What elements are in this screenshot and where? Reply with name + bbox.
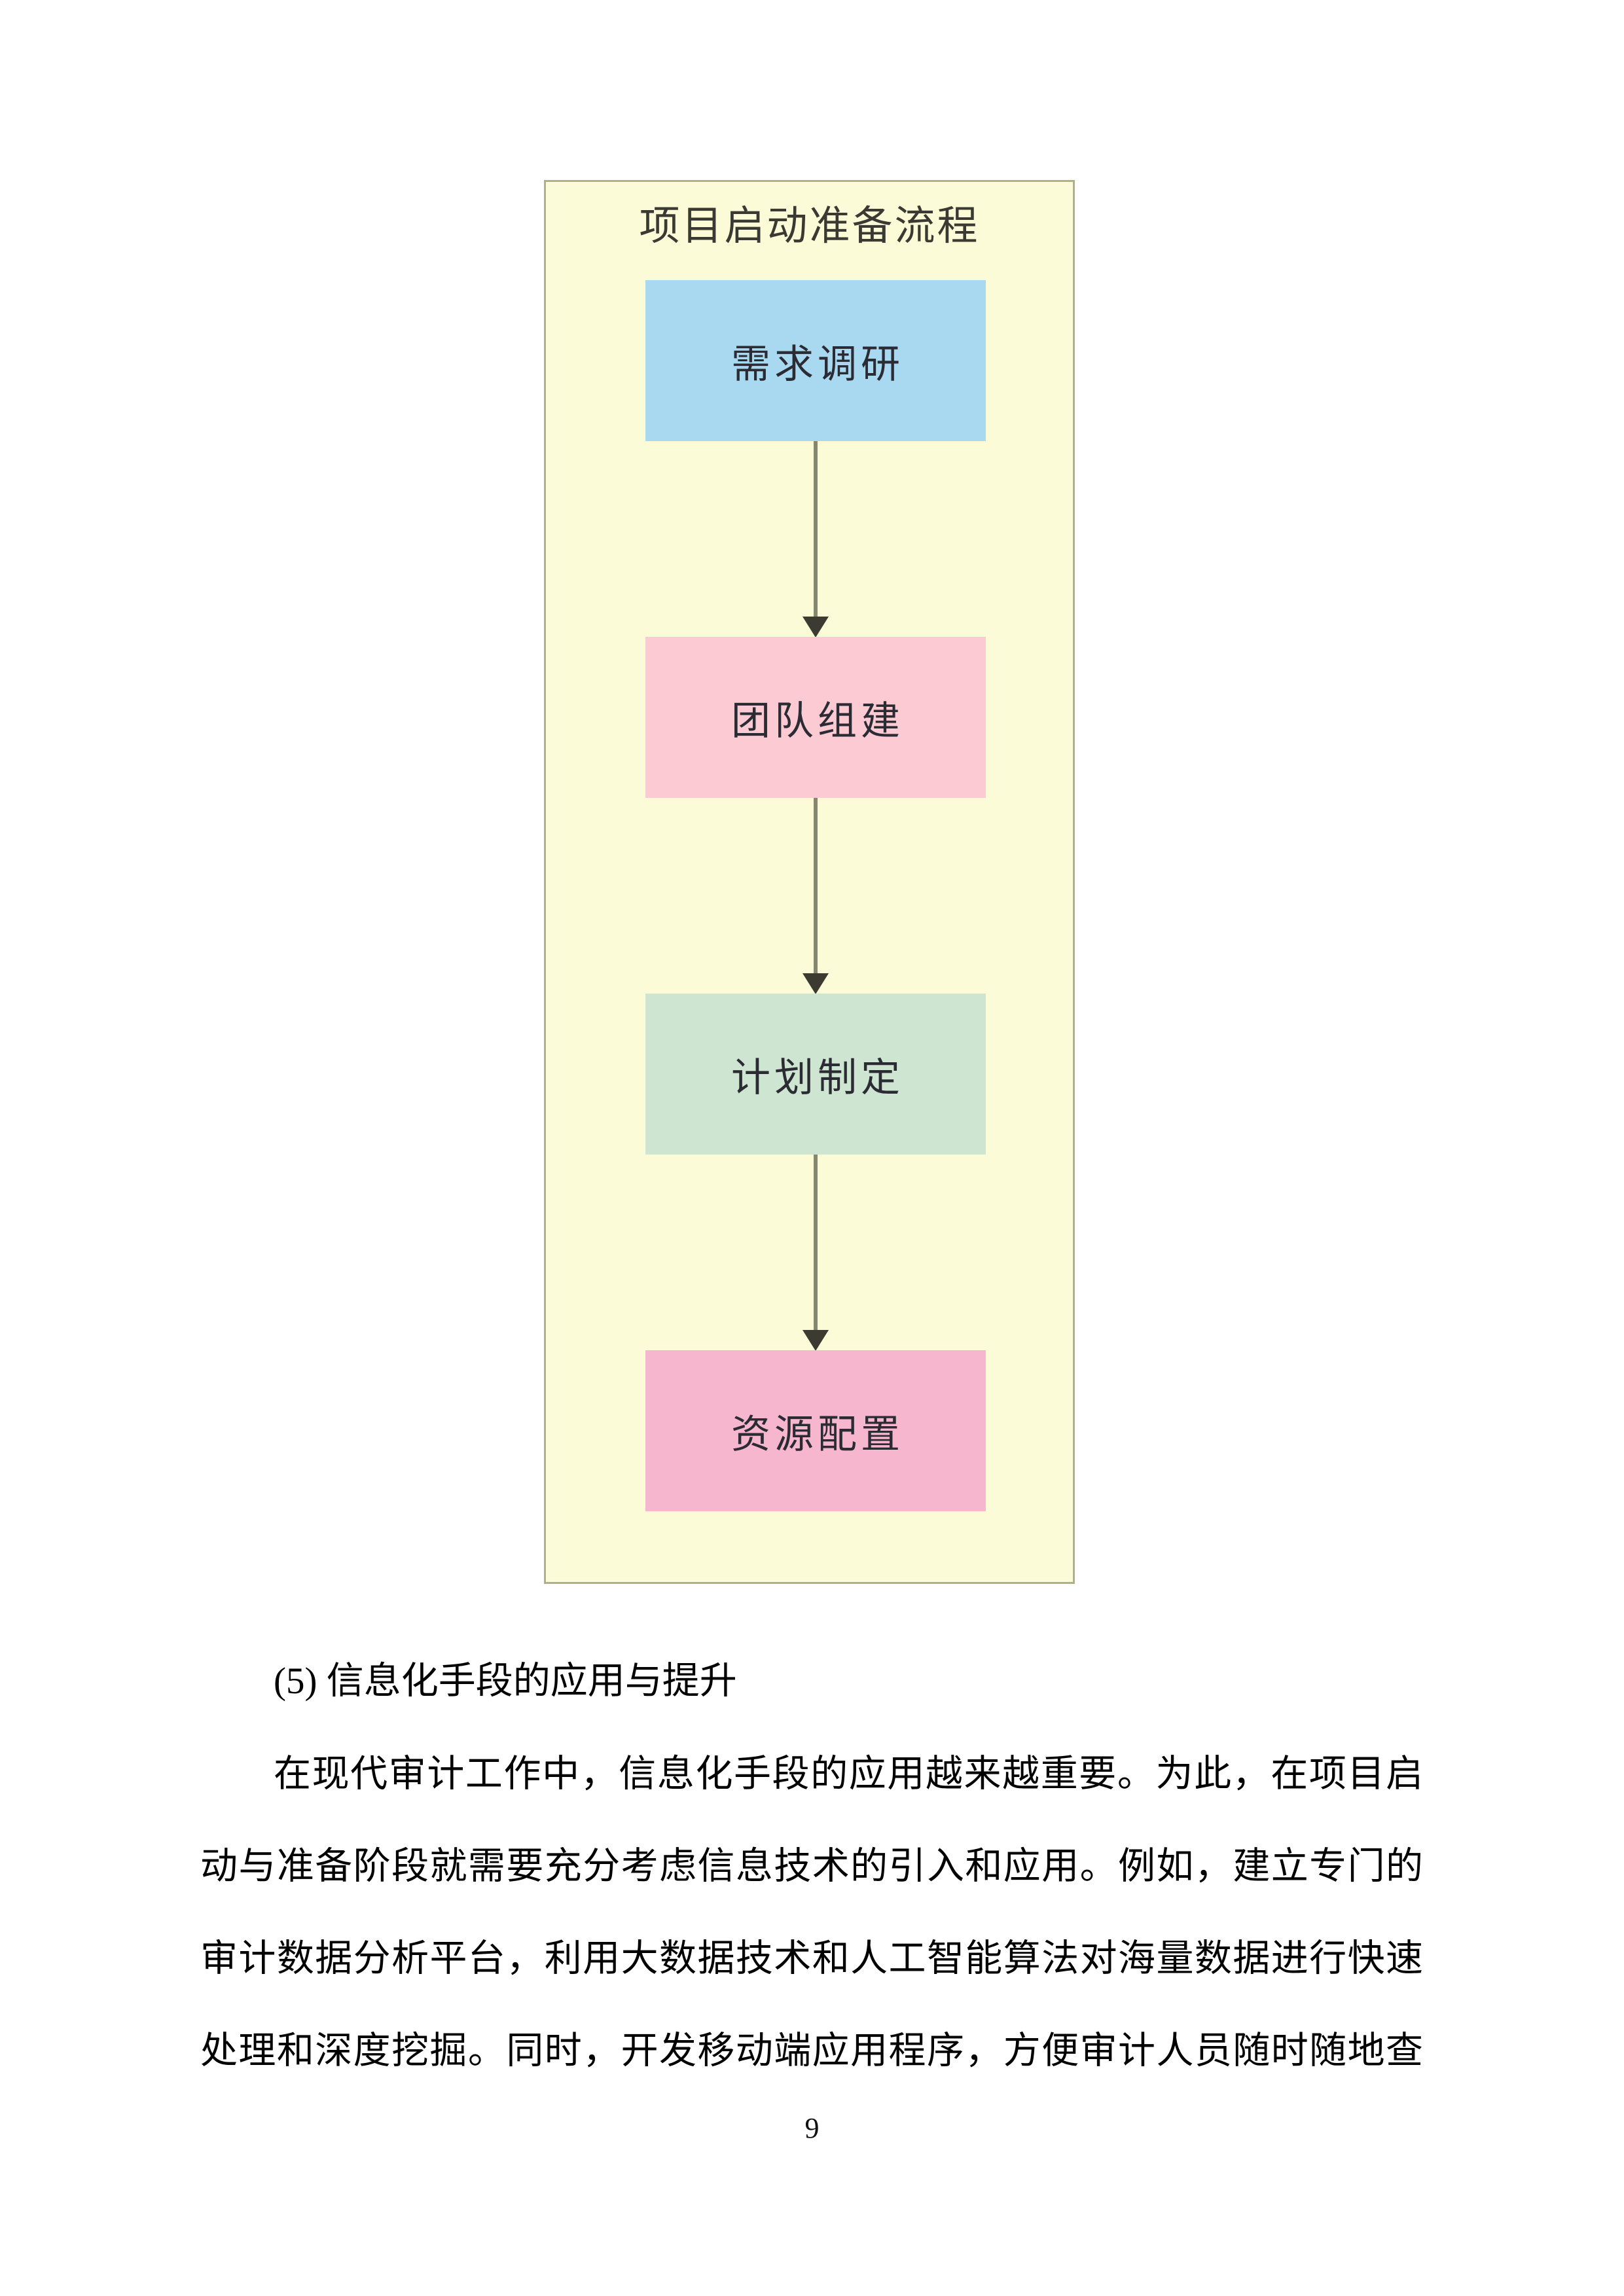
- section-heading: (5) 信息化手段的应用与提升: [274, 1660, 737, 1702]
- flow-step-requirements-research: 需求调研: [645, 280, 986, 441]
- flowchart-title: 项目启动准备流程: [639, 204, 980, 249]
- flow-step-resource-allocation: 资源配置: [645, 1350, 986, 1511]
- arrow-line-3: [814, 1155, 818, 1330]
- paragraph-line: 处理和深度挖掘。同时，开发移动端应用程序，方便审计人员随时随地查: [200, 2030, 1423, 2072]
- arrow-down-icon: [803, 617, 829, 637]
- arrow-down-icon: [803, 1330, 829, 1351]
- flow-step-team-building: 团队组建: [645, 637, 986, 798]
- flow-step-plan-development: 计划制定: [645, 994, 986, 1155]
- flowchart-container: 项目启动准备流程 需求调研 团队组建 计划制定 资源配置: [544, 180, 1075, 1584]
- paragraph-line: 审计数据分析平台，利用大数据技术和人工智能算法对海量数据进行快速: [200, 1938, 1423, 1979]
- page-number: 9: [804, 2112, 820, 2144]
- paragraph-line: 在现代审计工作中，信息化手段的应用越来越重要。为此，在项目启: [274, 1753, 1423, 1795]
- paragraph-line: 动与准备阶段就需要充分考虑信息技术的引入和应用。例如，建立专门的: [200, 1846, 1423, 1887]
- arrow-line-2: [814, 798, 818, 973]
- arrow-down-icon: [803, 973, 829, 994]
- arrow-line-1: [814, 441, 818, 617]
